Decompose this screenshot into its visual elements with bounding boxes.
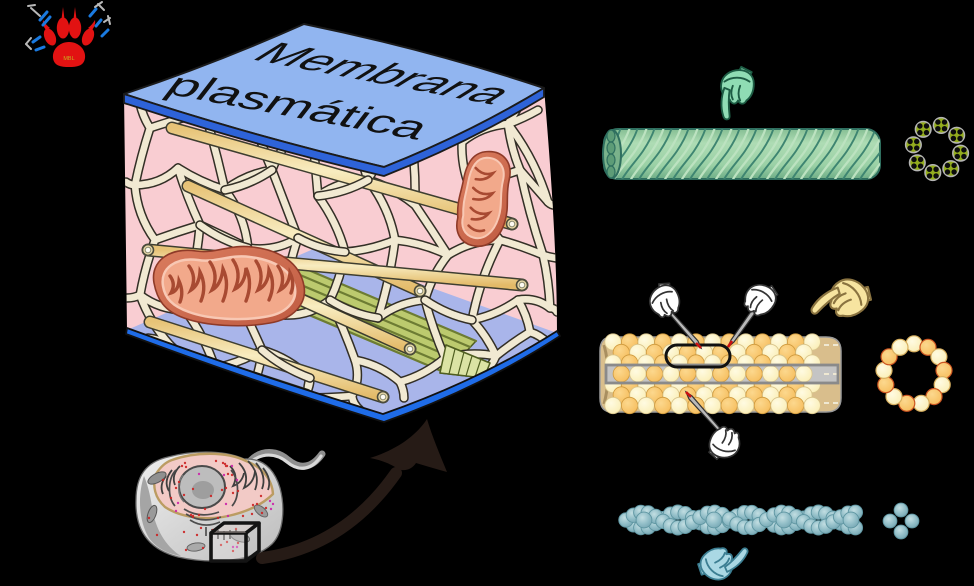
svg-text:MBL: MBL [63,56,74,62]
